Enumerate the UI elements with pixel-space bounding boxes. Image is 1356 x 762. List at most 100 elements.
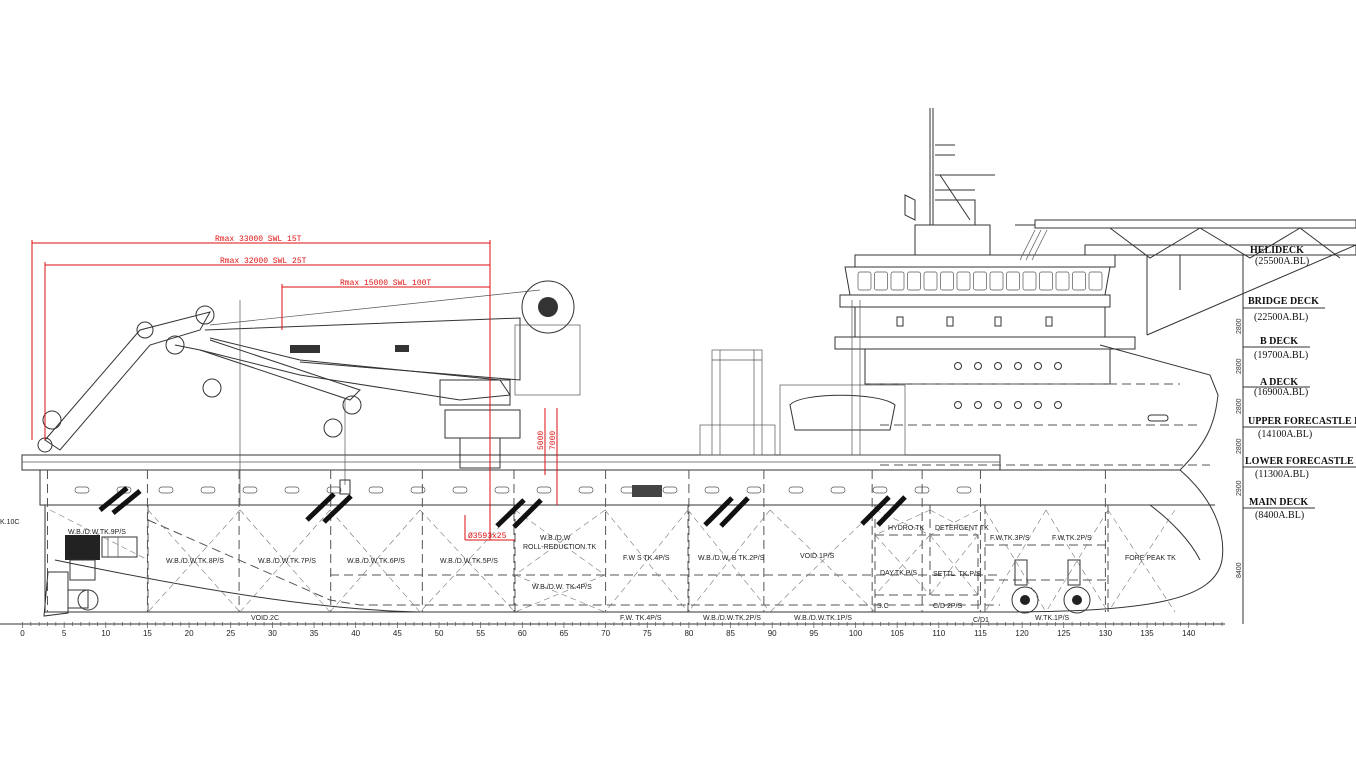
tank-label: W.B./D.W xyxy=(540,535,571,542)
tank-label: K.10C xyxy=(0,519,19,526)
porthole xyxy=(954,362,962,370)
deck-opening xyxy=(956,486,972,494)
porthole xyxy=(1034,401,1042,409)
porthole xyxy=(1054,401,1062,409)
bridge-window xyxy=(907,271,921,291)
deck-levels: HELIDECK (25500A.BL) BRIDGE DECK (22500A… xyxy=(1236,245,1356,624)
deck-level-main: (8400A.BL) xyxy=(1255,510,1304,521)
porthole xyxy=(1054,362,1062,370)
window xyxy=(1045,316,1053,327)
frame-number: 130 xyxy=(1099,629,1113,638)
deck-level-bridge: (22500A.BL) xyxy=(1254,312,1308,323)
offshore-crane xyxy=(37,280,581,505)
bridge-window xyxy=(956,271,971,291)
porthole xyxy=(1014,362,1022,370)
frame-number: 120 xyxy=(1015,629,1029,638)
window xyxy=(896,316,904,327)
deck-opening xyxy=(578,486,594,494)
deck-opening xyxy=(536,486,552,494)
spacing-3: 2800 xyxy=(1236,398,1243,414)
porthole xyxy=(1034,362,1042,370)
porthole xyxy=(954,401,962,409)
frame-number: 5 xyxy=(62,629,67,638)
hull xyxy=(21,344,1224,613)
frame-number: 30 xyxy=(268,629,277,638)
tank-label: DETERGENT TK xyxy=(935,525,989,532)
frame-number: 20 xyxy=(185,629,194,638)
tank-label: W.B./D.W.TK.6P/S xyxy=(347,558,405,565)
tank-labels: K.10C W.B./D.W.TK.9P/S W.B./D.W.TK.8P/S … xyxy=(0,519,1176,624)
deck-name-helideck: HELIDECK xyxy=(1250,245,1304,256)
frame-number: 115 xyxy=(974,629,987,638)
tank-label: C/D 2P/S xyxy=(933,603,963,610)
tank-label: DAY.TK.P/S xyxy=(880,570,917,577)
window xyxy=(946,316,954,327)
frame-number: 100 xyxy=(849,629,863,638)
deck-opening xyxy=(704,486,720,494)
deck-name-a: A DECK xyxy=(1260,377,1298,388)
tank-label: F.W. TK.4P/S xyxy=(620,615,662,622)
reach-label-32000: Rmax 32000 SWL 25T xyxy=(220,257,307,266)
deck-opening xyxy=(326,486,342,494)
deck-opening xyxy=(662,486,678,494)
bridge-window xyxy=(890,271,905,291)
frame-number: 0 xyxy=(20,629,25,638)
superstructure xyxy=(834,108,1210,466)
deck-name-b: B DECK xyxy=(1260,336,1298,347)
bridge-window xyxy=(1006,271,1020,291)
frame-number: 35 xyxy=(310,629,319,638)
spacing-5: 2900 xyxy=(1236,480,1243,496)
helideck xyxy=(1015,219,1356,336)
porthole xyxy=(974,362,982,370)
crane-reach-dimensions: Rmax 33000 SWL 15T Rmax 32000 SWL 25T Rm… xyxy=(31,235,558,541)
tank-label: ROLL-REDUCTION.TK xyxy=(523,544,596,551)
deck-opening xyxy=(788,486,804,494)
tank-label: F.W.TK.3P/S xyxy=(990,535,1030,542)
frame-number: 135 xyxy=(1140,629,1154,638)
tank-label: W.B./D.W.TK.8P/S xyxy=(166,558,224,565)
tank-label: VOID.2C xyxy=(251,615,279,622)
reach-label-15000: Rmax 15000 SWL 100T xyxy=(340,279,431,288)
deck-opening xyxy=(746,486,762,494)
porthole xyxy=(994,362,1002,370)
deck-name-main: MAIN DECK xyxy=(1249,497,1308,508)
frame-number: 70 xyxy=(601,629,610,638)
deck-equipment xyxy=(632,349,906,497)
deck-level-helideck: (25500A.BL) xyxy=(1255,256,1309,267)
deck-opening xyxy=(452,486,468,494)
frame-number: 80 xyxy=(684,629,693,638)
porthole xyxy=(994,401,1002,409)
frame-number: 75 xyxy=(643,629,652,638)
tank-label: W.B./D.W.TK.2P/S xyxy=(703,615,761,622)
frame-number: 95 xyxy=(809,629,818,638)
tank-label: SETTL. TK.P/S xyxy=(933,571,981,578)
frame-number: 65 xyxy=(559,629,568,638)
bridge-window xyxy=(1055,271,1070,291)
spacing-4: 2800 xyxy=(1236,438,1243,454)
frame-number: 40 xyxy=(351,629,360,638)
tank-label: HYDRO.TK xyxy=(888,525,925,532)
tank-label: W.B./D.W. B TK.2P/S xyxy=(698,555,765,562)
deck-opening xyxy=(914,486,930,494)
bridge-window xyxy=(973,271,987,291)
deck-opening xyxy=(284,486,300,494)
deck-opening xyxy=(368,486,384,494)
frame-number: 45 xyxy=(393,629,402,638)
tank-label: W.TK.1P/S xyxy=(1035,615,1070,622)
bridge-window xyxy=(923,271,938,291)
tank-label: W.B./D.W.TK.7P/S xyxy=(258,558,316,565)
tank-label: W.B./D.W.TK.5P/S xyxy=(440,558,498,565)
spacing-6: 8400 xyxy=(1236,562,1243,578)
tank-label: W.B./D.W.TK.1P/S xyxy=(794,615,852,622)
deck-level-a: (16900A.BL) xyxy=(1254,387,1308,398)
frame-number: 85 xyxy=(726,629,735,638)
deck-opening xyxy=(242,486,258,494)
deck-opening xyxy=(200,486,216,494)
bridge-window xyxy=(1022,271,1037,291)
porthole xyxy=(1014,401,1022,409)
frame-number: 90 xyxy=(768,629,777,638)
frame-number: 105 xyxy=(890,629,904,638)
deck-level-lower-forecastle: (11300A.BL) xyxy=(1255,469,1309,480)
deck-opening xyxy=(74,486,90,494)
